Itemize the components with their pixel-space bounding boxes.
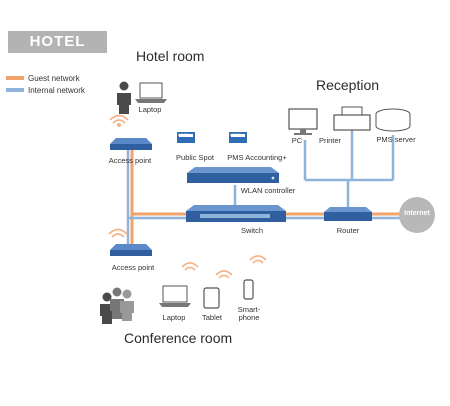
access-point-bottom-icon xyxy=(110,244,152,256)
legend-guest: Guest network xyxy=(6,72,85,84)
wifi-icon xyxy=(181,255,267,279)
pms-module-tag: LCOS xyxy=(230,132,241,137)
public-spot-label: Public Spot xyxy=(176,153,214,162)
laptop-icon xyxy=(135,82,167,103)
pms-accounting-module-icon xyxy=(229,132,247,143)
router-icon xyxy=(324,207,372,221)
server-icon xyxy=(375,108,411,132)
smartphone-icon xyxy=(243,279,254,300)
wlan-controller-icon xyxy=(187,167,279,183)
pms-accounting-label: PMS Accounting+ xyxy=(227,153,287,162)
pms-server-label: PMS server xyxy=(376,135,416,144)
legend-guest-label: Guest network xyxy=(28,73,80,83)
pc-label: PC xyxy=(291,136,303,145)
access-point-bottom-label: Access point xyxy=(111,263,155,272)
people-group-icon xyxy=(100,287,134,324)
guest-network-swatch xyxy=(6,76,24,80)
wlan-controller-label: WLAN controller xyxy=(240,186,296,195)
router-label: Router xyxy=(336,226,360,235)
wifi-icon xyxy=(109,114,129,128)
access-point-top-label: Access point xyxy=(108,156,152,165)
pc-icon xyxy=(288,108,318,135)
public-spot-module-tag: LCOS xyxy=(178,132,189,137)
wifi-icon xyxy=(108,228,128,238)
person-icon xyxy=(117,81,131,114)
printer-label: Printer xyxy=(318,136,342,145)
smartphone-label-line1: Smart- xyxy=(237,305,261,314)
conference-room-title: Conference room xyxy=(124,330,233,346)
access-point-top-icon xyxy=(110,138,152,150)
legend: Guest network Internal network xyxy=(6,72,85,96)
legend-internal-label: Internal network xyxy=(28,85,85,95)
printer-icon xyxy=(333,106,371,131)
tablet-label: Tablet xyxy=(201,313,223,322)
hotel-room-title: Hotel room xyxy=(136,48,205,64)
reception-title: Reception xyxy=(316,77,380,93)
internet-cloud-icon xyxy=(399,197,435,233)
public-spot-module-icon xyxy=(177,132,195,143)
smartphone-label-line2: phone xyxy=(238,313,260,322)
internet-label: Internet xyxy=(404,210,430,217)
laptop-conf-label: Laptop xyxy=(162,313,186,322)
hotel-badge: HOTEL xyxy=(8,31,107,53)
guest-network-lines xyxy=(130,150,400,245)
internal-network-swatch xyxy=(6,88,24,92)
laptop-hotel-label: Laptop xyxy=(138,105,162,114)
laptop-icon xyxy=(159,285,191,307)
switch-icon xyxy=(186,205,286,222)
tablet-icon xyxy=(203,287,220,309)
switch-label: Switch xyxy=(240,226,264,235)
legend-internal: Internal network xyxy=(6,84,85,96)
